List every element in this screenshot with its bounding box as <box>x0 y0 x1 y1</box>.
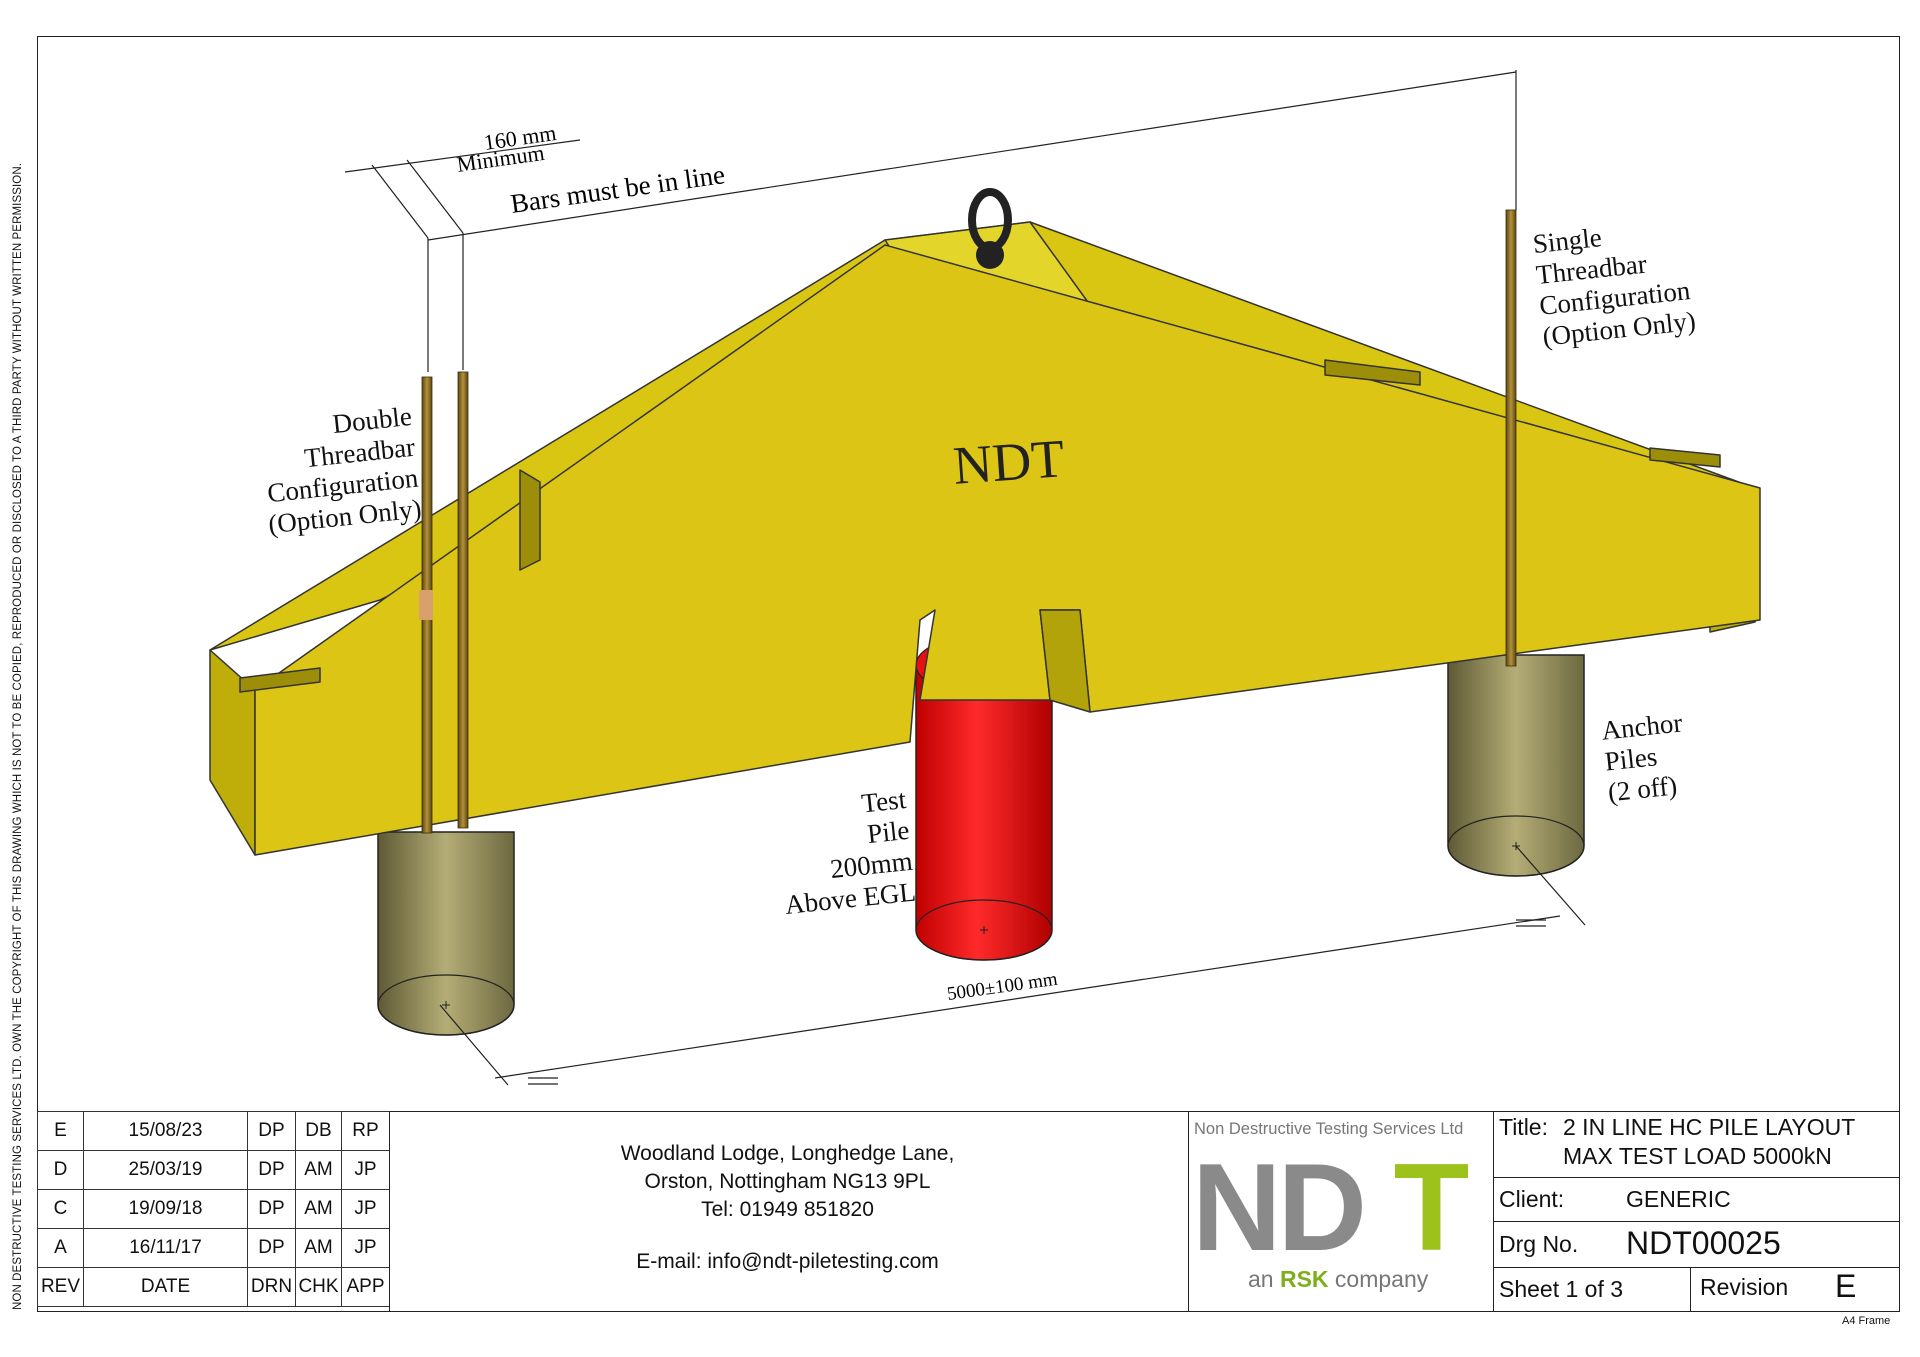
label-line: Anchor <box>1600 707 1684 745</box>
revision-row: A 16/11/17 DP AM JP <box>37 1228 390 1268</box>
pile-layout-illustration: NDT 160 mm Minimum Bars must be in line … <box>209 70 1761 1086</box>
divider <box>1493 1221 1900 1222</box>
chk-cell: DB <box>295 1111 342 1151</box>
lifting-eye <box>968 188 1012 269</box>
address-line: Orston, Nottingham NG13 9PL <box>644 1170 931 1193</box>
app-cell: JP <box>341 1150 390 1190</box>
date-cell: 19/09/18 <box>83 1189 248 1229</box>
title-block <box>37 1111 1900 1312</box>
drawing-number: NDT00025 <box>1626 1225 1781 1261</box>
divider <box>1493 1111 1494 1312</box>
sheet-number: Sheet 1 of 3 <box>1499 1276 1624 1302</box>
label-line: Piles <box>1603 741 1658 776</box>
drawing-title: 2 IN LINE HC PILE LAYOUT <box>1563 1114 1856 1140</box>
label-line: Pile <box>866 815 911 849</box>
drawing-frame <box>37 36 1900 1312</box>
label-line: (2 off) <box>1606 770 1678 807</box>
client-value: GENERIC <box>1626 1186 1731 1212</box>
date-header: DATE <box>83 1267 248 1307</box>
test-pile-label: Test Pile 200mm Above EGL <box>784 784 918 920</box>
date-cell: 15/08/23 <box>83 1111 248 1151</box>
chk-header: CHK <box>295 1267 342 1307</box>
single-threadbar-label: Single Threadbar Configuration (Option O… <box>1531 222 1697 352</box>
divider <box>389 1111 390 1312</box>
revision-label: Revision <box>1700 1274 1789 1300</box>
app-cell: RP <box>341 1111 390 1151</box>
tagline-suffix: company <box>1328 1266 1429 1292</box>
divider <box>1493 1267 1900 1268</box>
drn-cell: DP <box>247 1150 296 1190</box>
client-label: Client: <box>1499 1186 1565 1212</box>
ndt-logo: ND T <box>1192 1146 1469 1270</box>
revision-row: C 19/09/18 DP AM JP <box>37 1189 390 1229</box>
divider <box>1188 1111 1189 1312</box>
tagline-prefix: an <box>1248 1266 1280 1292</box>
drawing-subtitle: MAX TEST LOAD 5000kN <box>1563 1143 1832 1169</box>
label-line: Single <box>1531 222 1603 259</box>
bars-in-line-note: Bars must be in line <box>509 159 727 219</box>
revision-row: D 25/03/19 DP AM JP <box>37 1150 390 1190</box>
email-line: E-mail: info@ndt-piletesting.com <box>636 1250 939 1273</box>
frame-label: A4 Frame <box>1842 1315 1891 1327</box>
drn-cell: DP <box>247 1189 296 1229</box>
rev-cell: A <box>37 1228 84 1268</box>
app-cell: JP <box>341 1189 390 1229</box>
reaction-beam <box>209 221 1761 856</box>
single-threadbar <box>1505 209 1517 667</box>
app-header: APP <box>341 1267 390 1307</box>
title-label: Title: <box>1499 1114 1548 1140</box>
double-threadbars <box>419 371 469 834</box>
label-line: Test <box>860 784 908 819</box>
revision-row: E 15/08/23 DP DB RP <box>37 1111 390 1151</box>
rsk-brand: RSK <box>1279 1266 1329 1292</box>
divider <box>1690 1267 1691 1312</box>
revision-table: E 15/08/23 DP DB RP D 25/03/19 DP AM JP … <box>37 1111 390 1307</box>
chk-cell: AM <box>295 1150 342 1190</box>
logo-letter-t: T <box>1393 1139 1470 1277</box>
logo-text: ND <box>1192 1139 1367 1277</box>
company-name: Non Destructive Testing Services Ltd <box>1194 1120 1464 1138</box>
phone-line: Tel: 01949 851820 <box>701 1198 874 1221</box>
divider <box>1493 1177 1900 1178</box>
beam-label: NDT <box>951 428 1066 496</box>
anchor-piles-label: Anchor Piles (2 off) <box>1600 707 1684 807</box>
app-cell: JP <box>341 1228 390 1268</box>
dimension-lines <box>344 70 1586 1086</box>
drn-cell: DP <box>247 1111 296 1151</box>
label-line: Above EGL <box>784 876 918 920</box>
revision-header-row: REV DATE DRN CHK APP <box>37 1267 390 1307</box>
anchor-pile-left <box>377 831 515 1036</box>
chk-cell: AM <box>295 1228 342 1268</box>
rev-cell: D <box>37 1150 84 1190</box>
drn-header: DRN <box>247 1267 296 1307</box>
dim-pile-spacing: 5000±100 mm <box>946 969 1059 1005</box>
date-cell: 16/11/17 <box>83 1228 248 1268</box>
anchor-pile-right <box>1447 654 1585 877</box>
dim-bar-spacing-note: Minimum <box>455 140 546 177</box>
revision-value: E <box>1835 1268 1857 1304</box>
chk-cell: AM <box>295 1189 342 1229</box>
rsk-tagline: an RSK company <box>1248 1266 1428 1293</box>
company-address: Woodland Lodge, Longhedge Lane, Orston, … <box>560 1140 1015 1224</box>
drawing-number-label: Drg No. <box>1499 1231 1579 1257</box>
rev-header: REV <box>37 1267 84 1307</box>
drn-cell: DP <box>247 1228 296 1268</box>
double-threadbar-label: Double Threadbar Configuration (Option O… <box>266 401 423 539</box>
address-line: Woodland Lodge, Longhedge Lane, <box>620 1142 955 1165</box>
rev-cell: E <box>37 1111 84 1151</box>
date-cell: 25/03/19 <box>83 1150 248 1190</box>
rev-cell: C <box>37 1189 84 1229</box>
